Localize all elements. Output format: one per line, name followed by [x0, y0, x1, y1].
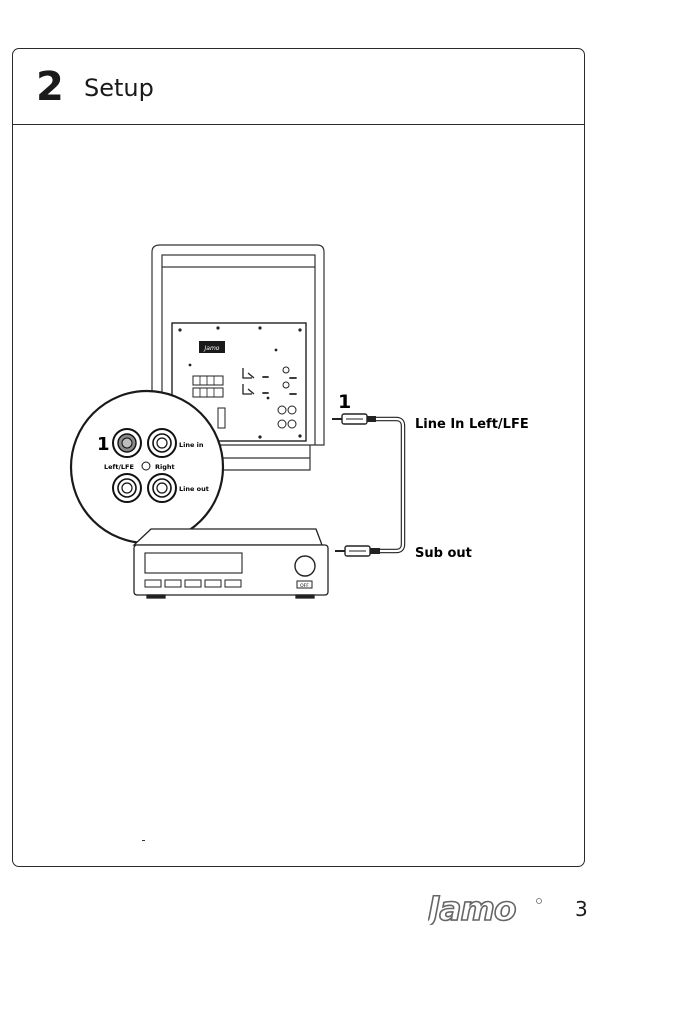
zoom-label-left-lfe: Left/LFE — [104, 463, 134, 471]
amp-off-button: OFF — [300, 583, 309, 589]
rca-cable — [332, 413, 406, 557]
rca-jack-line-out-left — [112, 473, 142, 503]
rca-jack-line-out-right — [147, 473, 177, 503]
panel-logo-badge — [199, 341, 225, 353]
rca-plug-bottom — [335, 545, 380, 557]
brand-logo: Jamo — [428, 893, 542, 925]
svg-text:Jamo: Jamo — [428, 893, 516, 925]
indicator-led — [141, 461, 151, 471]
connector-zoom-callout: 1 Line in Left/LFE Right Line out — [69, 389, 225, 545]
zoom-label-right: Right — [155, 463, 175, 471]
page-number: 3 — [575, 897, 588, 921]
av-receiver — [132, 528, 329, 599]
section-header: 2 Setup — [13, 49, 584, 125]
rca-jack-line-in-left — [112, 428, 142, 458]
rca-jack-line-in-right — [147, 428, 177, 458]
label-sub-out: Sub out — [415, 546, 472, 561]
label-line-in-left-lfe: Line In Left/LFE — [415, 417, 529, 432]
rca-plug-top — [332, 413, 376, 425]
section-frame: 2 Setup — [12, 48, 585, 867]
stray-mark — [142, 840, 145, 841]
zoom-label-line-in: Line in — [179, 441, 204, 449]
zoom-step-marker: 1 — [97, 434, 110, 455]
volume-knob — [294, 555, 316, 577]
panel-logo: Jamo — [204, 345, 220, 352]
section-title: Setup — [84, 74, 154, 102]
step-marker: 1 — [338, 391, 351, 413]
section-number: 2 — [36, 64, 64, 110]
zoom-label-line-out: Line out — [179, 485, 209, 493]
